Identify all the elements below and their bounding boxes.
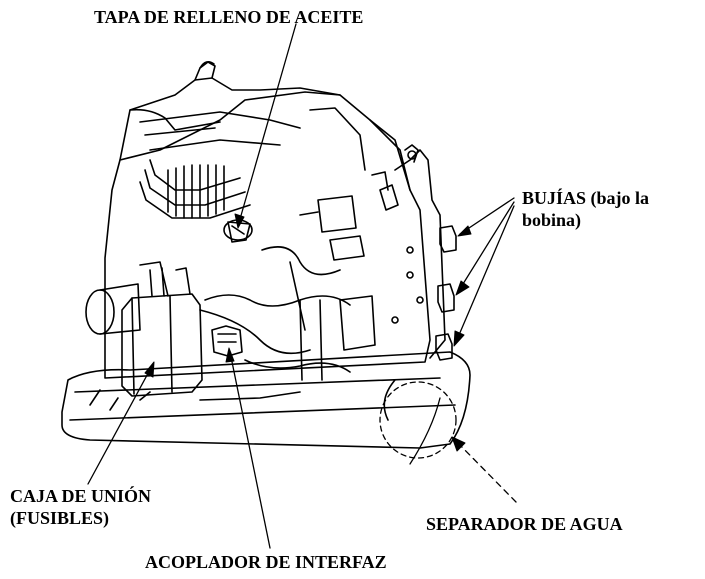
junction-box-label-line2: (FUSIBLES) <box>10 508 110 528</box>
spark-plug-leader-line-2 <box>457 201 515 293</box>
oil-cap-leader-line <box>237 23 297 227</box>
oil-filler-cap-label: TAPA DE RELLENO DE ACEITE <box>94 7 364 27</box>
spark-plug-arrowhead-1 <box>457 225 472 237</box>
oil-cap-arrowhead <box>234 213 245 229</box>
spark-plug-arrowhead-3 <box>453 330 465 347</box>
spark-plug-leader-line-3 <box>455 205 515 343</box>
junction-box-arrowhead <box>144 361 155 378</box>
water-separator-indicator <box>379 381 457 465</box>
interface-coupler-shape <box>211 325 243 357</box>
water-separator-leader-line <box>454 439 517 503</box>
arrowheads <box>144 213 472 452</box>
left-pulley <box>85 283 141 335</box>
junction-box-leader-line <box>87 365 153 485</box>
interface-coupler-label: ACOPLADOR DE INTERFAZ <box>145 552 387 572</box>
lower-cowling <box>61 351 471 449</box>
junction-box-shape <box>121 261 203 397</box>
engine-block <box>104 60 431 379</box>
wiring-harness <box>89 195 376 411</box>
spark-plug-arrowhead-2 <box>455 280 470 296</box>
side-plate <box>371 144 446 359</box>
interface-coupler-arrowhead <box>225 347 235 363</box>
spark-plug-caps <box>435 225 457 361</box>
junction-box-label-line1: CAJA DE UNIÓN <box>10 486 152 506</box>
water-separator-arrowhead <box>451 436 466 452</box>
top-cover-ridges <box>139 159 251 219</box>
interface-coupler-leader-line <box>229 351 271 549</box>
water-separator-label: SEPARADOR DE AGUA <box>426 514 623 534</box>
spark-plugs-label-line1: BUJÍAS (bajo la <box>522 188 650 208</box>
spark-plugs-label-line2: bobina) <box>522 210 582 230</box>
